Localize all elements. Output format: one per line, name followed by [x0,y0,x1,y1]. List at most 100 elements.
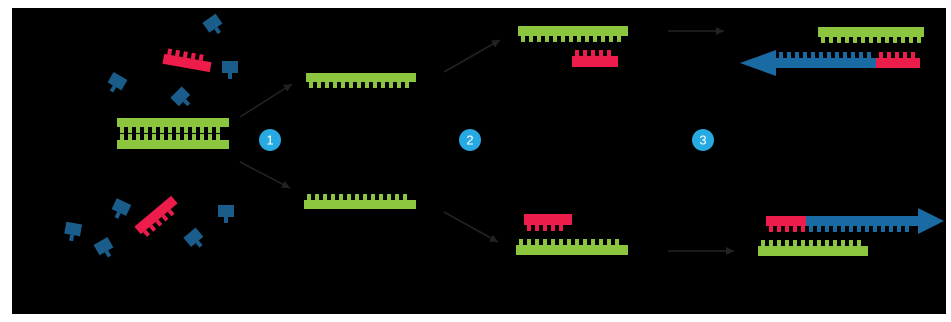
strand-tooth [559,239,563,245]
strand-tooth [182,51,188,58]
strand-tooth [309,82,313,88]
strand-tooth [827,52,831,58]
strand-tooth [857,240,861,246]
strand-tooth [371,194,375,200]
primer-annealed-upper [572,50,618,67]
strand-tooth [845,37,849,43]
strand-tooth [363,194,367,200]
nucleotide-stalk [224,217,228,223]
strand-tooth [535,239,539,245]
strand-backbone [818,27,924,37]
strand-tooth [609,36,613,42]
dna-strand-bottom [117,134,229,149]
strand-tooth [553,36,557,42]
strand-tooth [160,127,164,133]
strand-tooth [397,82,401,88]
strand-tooth [373,82,377,88]
arrow-head [281,180,290,188]
strand-tooth [793,226,797,232]
step-badge-2: 2 [459,129,481,151]
arrow-icon [668,27,724,35]
strand-tooth [527,225,531,231]
step-badge-1: 1 [259,129,281,151]
strand-tooth [379,194,383,200]
nucleotide-stalk [114,211,121,219]
strand-tooth [405,82,409,88]
strand-tooth [551,239,555,245]
strand-backbone [162,53,212,73]
strand-tooth [893,37,897,43]
single-strand-lower [304,194,416,209]
primer-icon [162,48,212,73]
strand-tooth [403,194,407,200]
strand-tooth [559,225,563,231]
strand-tooth [357,82,361,88]
strand-tooth [152,127,156,133]
new-strand-body [776,52,880,68]
nucleotide-icon [202,13,223,35]
primer-icon [134,195,178,237]
nucleotides-layer [64,13,238,258]
strand-tooth [865,226,869,232]
strand-tooth [144,134,148,140]
strand-tooth [833,240,837,246]
strand-tooth [167,48,173,56]
strand-tooth [591,50,595,56]
strand-backbone [572,56,618,67]
strand-tooth [903,52,907,58]
arrow-shaft [239,83,293,118]
strand-tooth [859,52,863,58]
strand-tooth [341,82,345,88]
primer-body [162,48,212,73]
strand-tooth [155,219,163,227]
strand-tooth [895,52,899,58]
arrow-icon [443,39,501,73]
step-badge-3: 3 [692,129,714,151]
strand-tooth [333,82,337,88]
strand-tooth [325,82,329,88]
strand-tooth [190,52,196,60]
strand-backbone [766,216,808,226]
strand-tooth [599,50,603,56]
strand-backbone [876,58,920,68]
strand-tooth [521,36,525,42]
strand-tooth [561,36,565,42]
extended-template-lower [758,240,868,256]
strand-tooth [825,226,829,232]
strand-tooth [617,36,621,42]
strand-backbone [806,216,918,226]
step-badge-circle [459,129,481,151]
strand-tooth [905,226,909,232]
strand-tooth [349,82,353,88]
strand-tooth [795,52,799,58]
strand-tooth [545,36,549,42]
strand-tooth [885,37,889,43]
primers-layer [134,48,944,237]
strand-tooth [389,82,393,88]
strand-tooth [200,127,204,133]
strand-backbone [117,140,229,149]
new-strand-body [806,216,918,232]
nucleotide-icon [111,198,132,219]
strand-tooth [529,36,533,42]
arrow-shaft [443,211,499,243]
strand-tooth [176,127,180,133]
nucleotide-body [93,236,114,256]
strand-tooth [793,240,797,246]
strand-tooth [853,37,857,43]
nucleotide-icon [183,227,204,248]
strand-tooth [395,194,399,200]
nucleotide-stalk [183,99,191,107]
nucleotide-body [64,221,83,237]
strand-tooth [593,36,597,42]
nucleotide-body [107,71,128,91]
strand-tooth [208,127,212,133]
strand-tooth [809,240,813,246]
strand-tooth [527,239,531,245]
strand-tooth [577,36,581,42]
strand-tooth [168,134,172,140]
nucleotide-body [111,198,132,216]
strand-tooth [128,134,132,140]
strand-tooth [543,225,547,231]
